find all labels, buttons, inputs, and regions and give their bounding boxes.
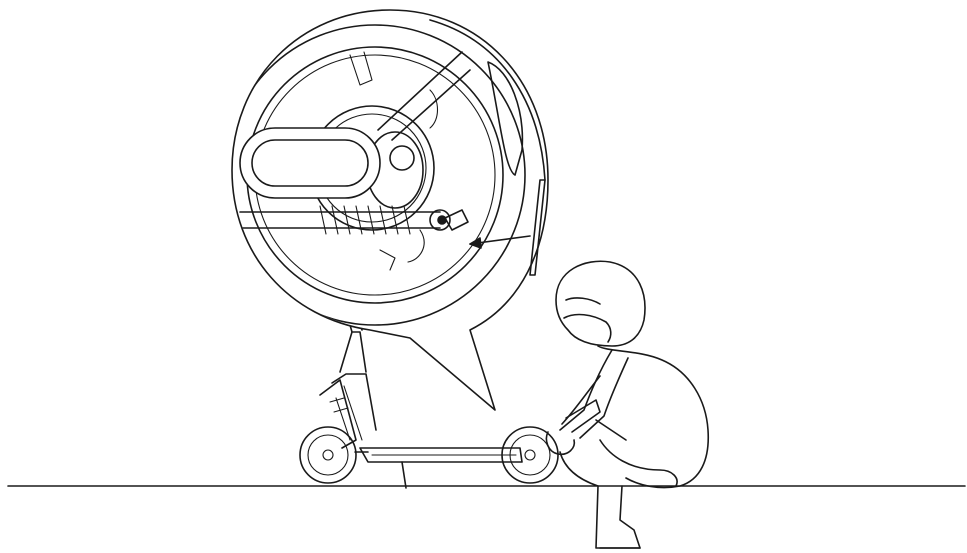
swingarm xyxy=(240,128,380,198)
scooter-deck xyxy=(355,448,522,488)
detail-callout xyxy=(225,10,560,410)
helmet xyxy=(556,261,645,346)
front-wheel xyxy=(300,427,356,483)
scooter-stem xyxy=(320,314,376,448)
person xyxy=(546,261,708,548)
